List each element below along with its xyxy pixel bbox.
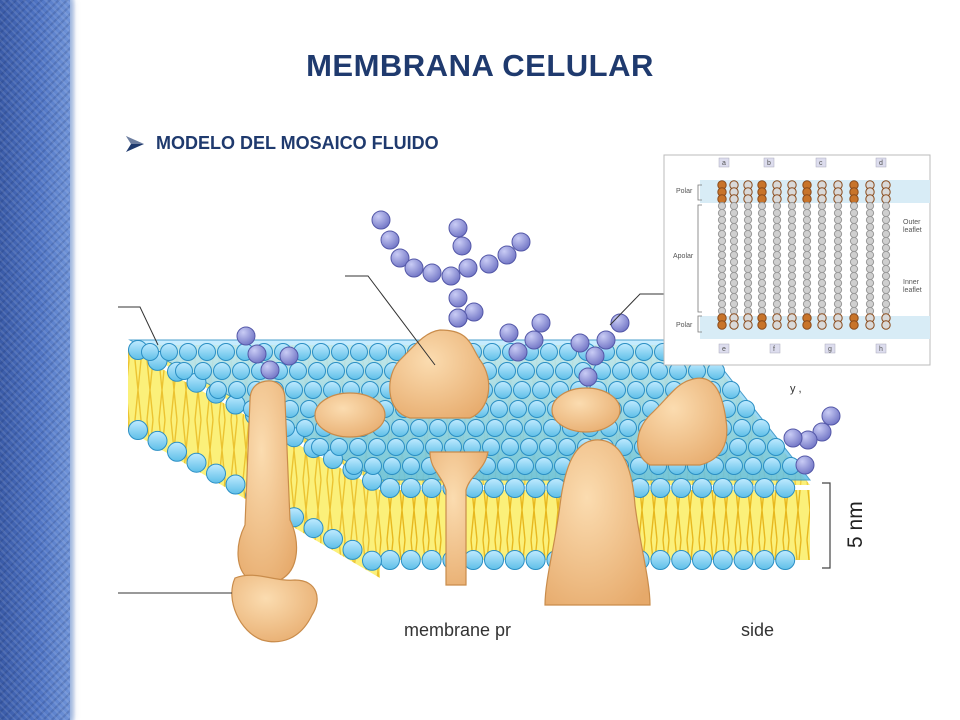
fragment-label: y , — [790, 383, 802, 395]
inset-label-outer: Outer — [903, 219, 921, 226]
inset-letter-h: h — [879, 346, 883, 353]
decorative-side-band — [0, 0, 76, 720]
caption-left: membrane pr — [404, 620, 511, 640]
inset-letter-c: c — [819, 160, 823, 167]
lipid-bilayer-inset: Polar Apolar Polar Outer leaflet Inner l… — [663, 154, 931, 366]
inset-letter-g: g — [828, 346, 832, 353]
scale-label: 5 nm — [844, 501, 867, 548]
bullet-text: MODELO DEL MOSAICO FLUIDO — [156, 133, 439, 153]
inset-letter-a: a — [722, 160, 726, 167]
inset-label-polar-top: Polar — [676, 188, 693, 195]
arrow-bullet-icon — [126, 135, 144, 152]
inset-letter-f: f — [773, 346, 775, 353]
caption-right: side — [741, 620, 774, 640]
slide-title: MEMBRANA CELULAR — [306, 48, 654, 83]
inset-label-outer-leaflet: leaflet — [903, 227, 922, 234]
inset-label-polar-bottom: Polar — [676, 322, 693, 329]
inset-label-inner: Inner — [903, 279, 920, 286]
inset-letter-d: d — [879, 160, 883, 167]
inset-label-inner-leaflet: leaflet — [903, 287, 922, 294]
inset-letter-e: e — [722, 346, 726, 353]
bullet-item: MODELO DEL MOSAICO FLUIDO — [124, 133, 439, 154]
inset-letter-b: b — [767, 160, 771, 167]
inset-bottom-letters: e f g h — [718, 343, 887, 354]
inset-column-letters: a b c d — [718, 157, 887, 168]
carbohydrate-chains — [236, 210, 841, 475]
inset-label-apolar: Apolar — [673, 253, 694, 260]
scale-bar: 5 nm — [822, 482, 867, 569]
membrane-proteins — [231, 329, 728, 643]
label-leader-lines — [118, 275, 666, 594]
